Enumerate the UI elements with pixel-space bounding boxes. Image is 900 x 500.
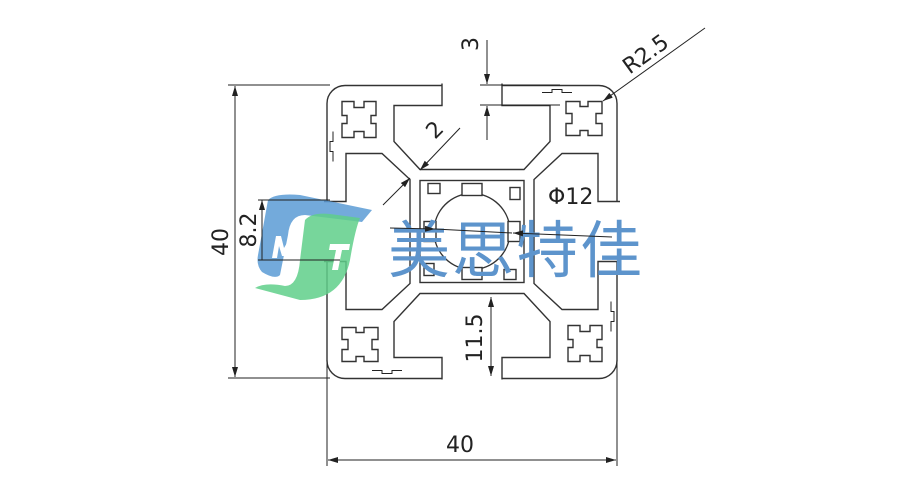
height-label: 40 <box>209 228 234 256</box>
logo-letter-m-icon <box>272 236 296 258</box>
dimension-width: 40 <box>326 360 618 466</box>
slot-lip-label: 3 <box>459 37 484 51</box>
dimension-slot-depth: 11.5 <box>463 297 494 376</box>
dimension-slot-width: 8.2 <box>237 199 340 261</box>
slot-depth-label: 11.5 <box>463 314 488 363</box>
dimension-height: 40 <box>209 84 330 379</box>
dimension-slot-lip: 3 <box>459 37 560 140</box>
aluminum-profile <box>323 83 621 381</box>
corner-radius-label: R2.5 <box>618 30 673 80</box>
watermark-brand-text: 美思特佳 <box>388 214 644 287</box>
logo-letter-t-icon <box>329 244 350 270</box>
dimension-corner-radius: R2.5 <box>602 27 706 102</box>
dimension-bore: Φ12 <box>389 185 613 238</box>
bore-label: Φ12 <box>548 185 593 210</box>
width-label: 40 <box>446 433 474 458</box>
slot-width-label: 8.2 <box>237 213 262 248</box>
